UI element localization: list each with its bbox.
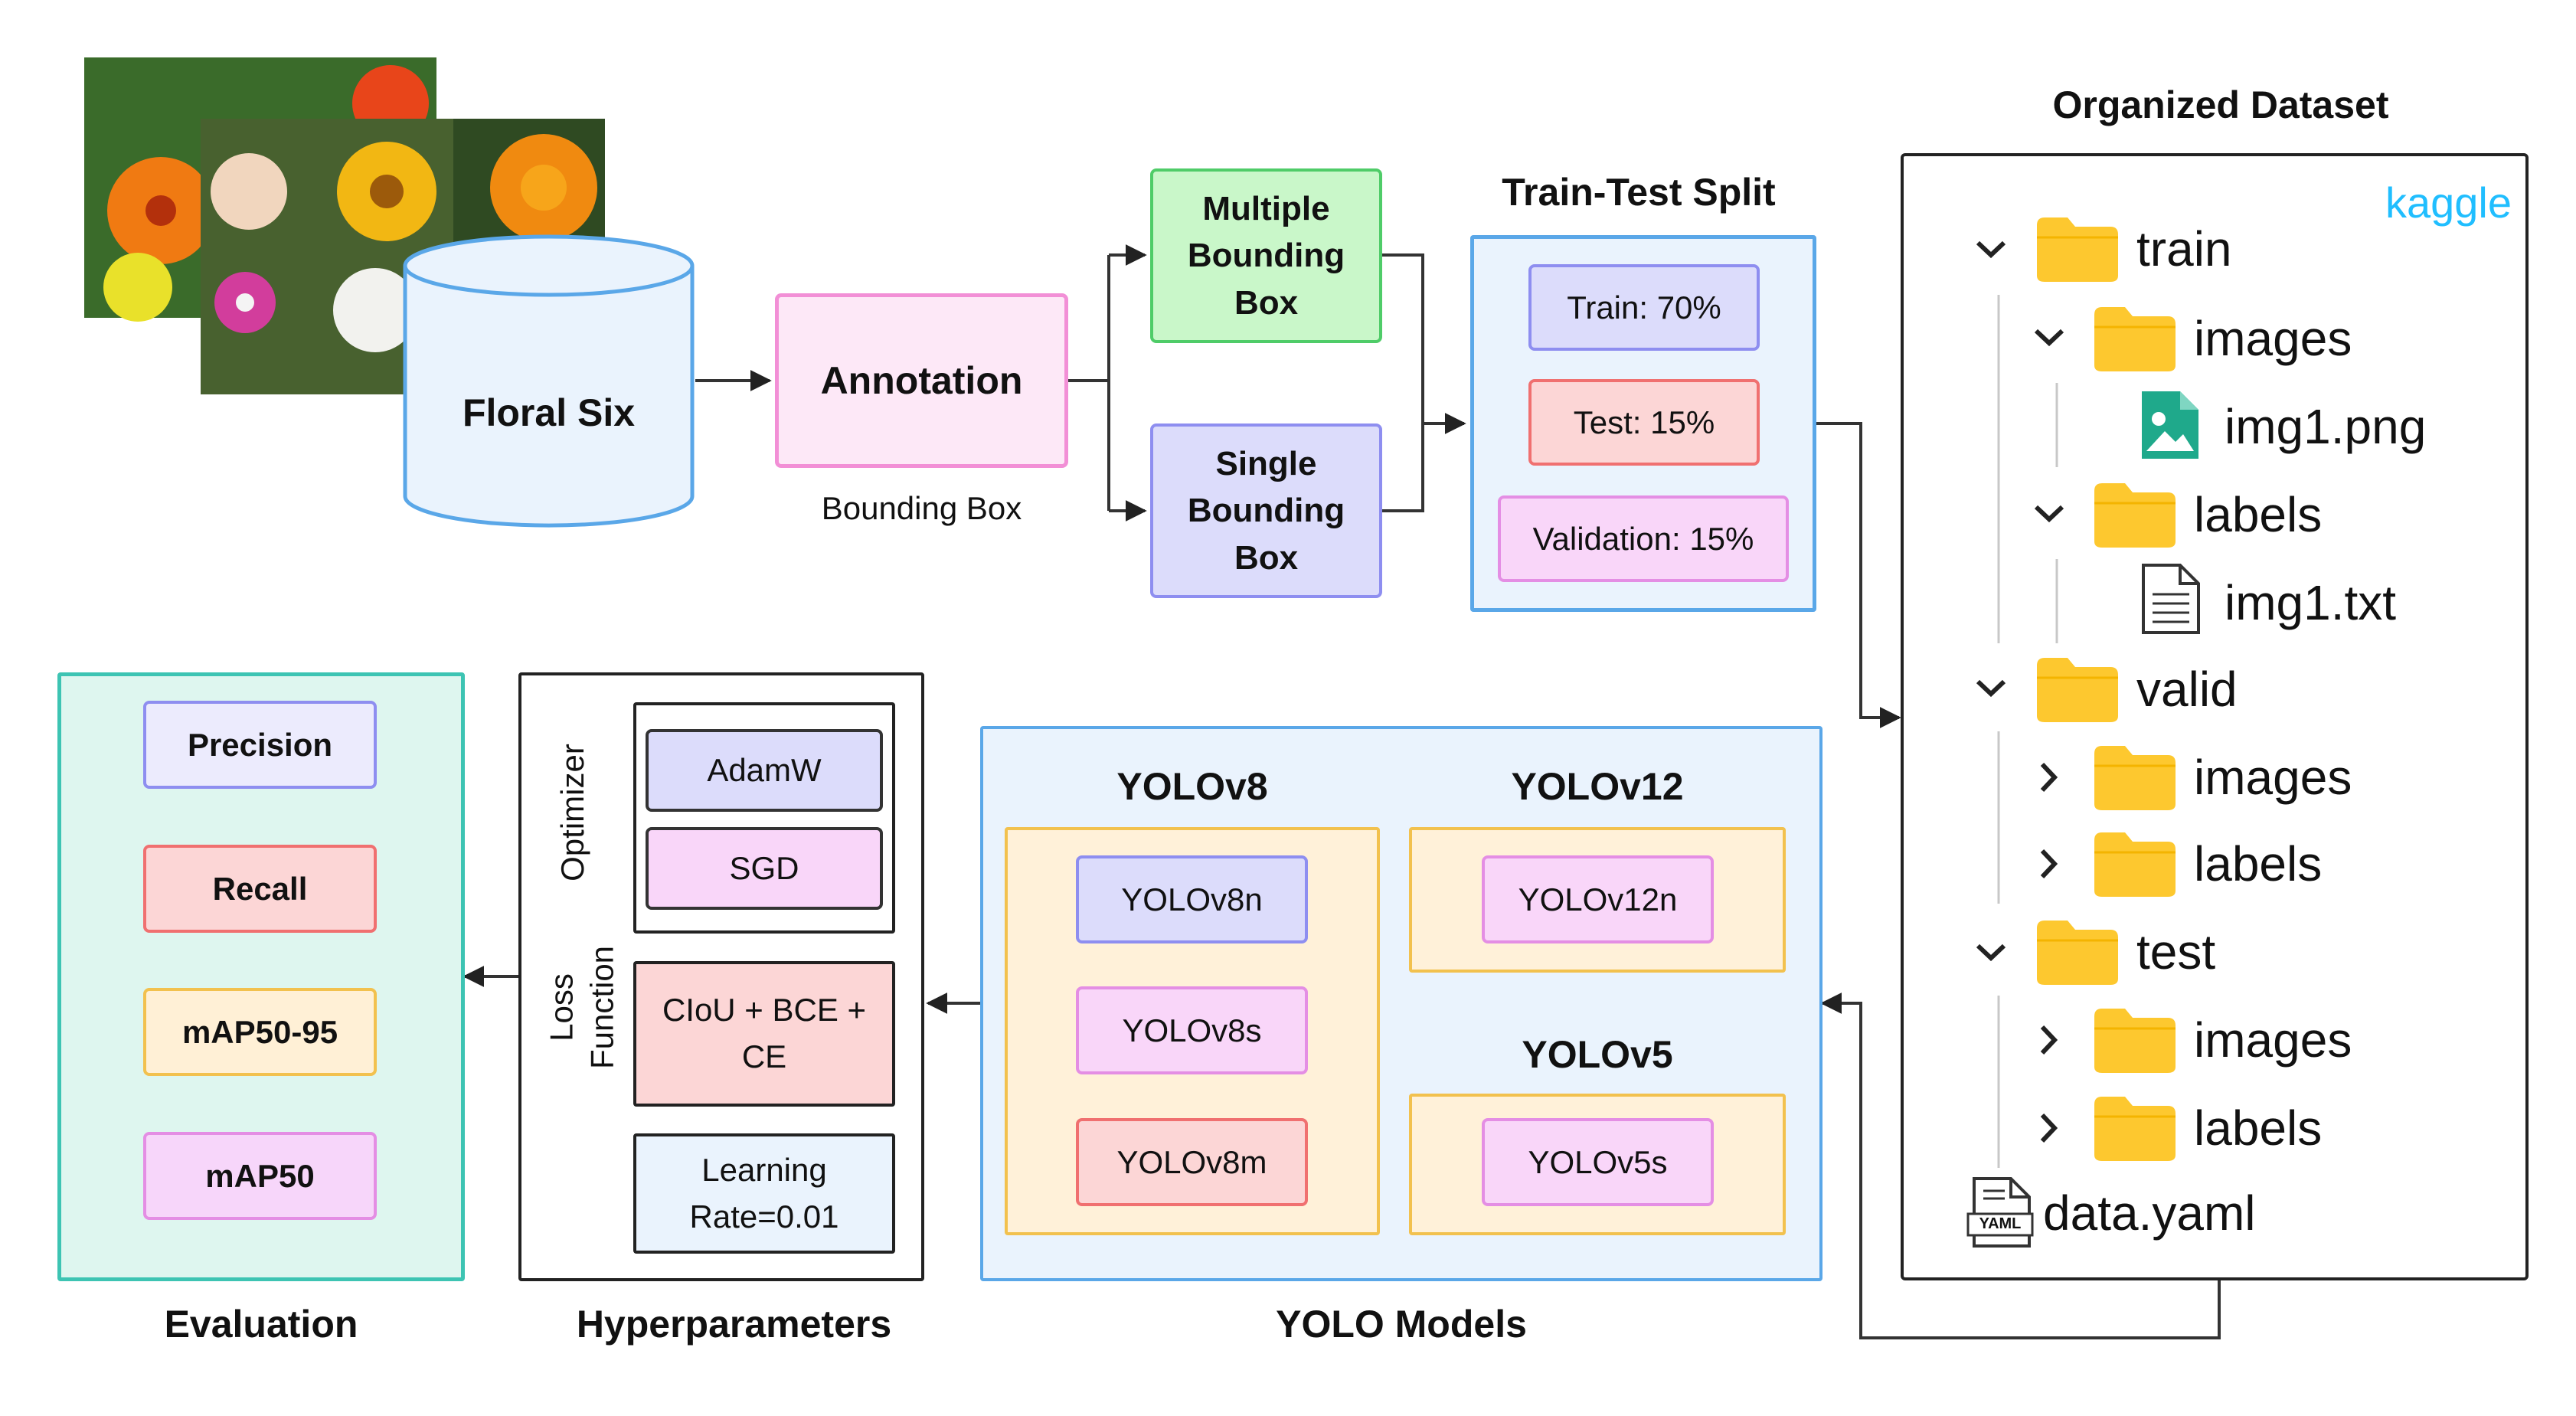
annotation-label: Annotation — [820, 359, 1023, 402]
tree-item-train[interactable]: train — [2136, 221, 2232, 276]
chevron-down-icon[interactable] — [1972, 937, 2010, 971]
optimizer-sgd: SGD — [646, 827, 883, 910]
multiple-bounding-box: Multiple Bounding Box — [1150, 168, 1382, 343]
multiple-bounding-box-label: Multiple Bounding Box — [1187, 189, 1345, 322]
folder-icon — [2093, 1094, 2177, 1166]
text-file-icon — [2140, 562, 2202, 639]
optimizer-adamw: AdamW — [646, 729, 883, 812]
hyper-title: Hyperparameters — [576, 1303, 892, 1346]
annotation-box: Annotation — [775, 293, 1068, 468]
tree-item-img1-txt[interactable]: img1.txt — [2225, 575, 2397, 630]
metric-recall: Recall — [143, 845, 377, 933]
tree-item-valid[interactable]: valid — [2136, 662, 2238, 717]
folder-icon — [2093, 829, 2177, 902]
kaggle-logo: kaggle — [2385, 178, 2512, 227]
split-test: Test: 15% — [1528, 379, 1760, 466]
model-yolov8s: YOLOv8s — [1076, 986, 1308, 1074]
tree-item-test-images[interactable]: images — [2194, 1012, 2352, 1068]
metric-map50-95: mAP50-95 — [143, 988, 377, 1076]
evaluation-title: Evaluation — [164, 1303, 358, 1346]
chevron-down-icon[interactable] — [2030, 322, 2068, 356]
model-yolov5s: YOLOv5s — [1482, 1118, 1714, 1206]
tree-item-train-labels[interactable]: labels — [2194, 487, 2323, 542]
single-bounding-box: Single Bounding Box — [1150, 423, 1382, 598]
loss-function-box: CIoU + BCE + CE — [633, 961, 895, 1107]
flower-photo-collage — [84, 57, 605, 394]
chevron-down-icon[interactable] — [2030, 498, 2068, 532]
tree-item-data-yaml[interactable]: data.yaml — [2043, 1185, 2256, 1241]
chevron-down-icon[interactable] — [1972, 234, 2010, 268]
split-title: Train-Test Split — [1502, 171, 1776, 214]
dataset-name: Floral Six — [462, 391, 636, 434]
learning-rate-box: Learning Rate=0.01 — [633, 1133, 895, 1254]
yolov8-title: YOLOv8 — [1116, 765, 1268, 808]
split-test-label: Test: 15% — [1573, 404, 1715, 440]
tree-item-train-images[interactable]: images — [2194, 311, 2352, 366]
organized-container — [1901, 153, 2529, 1280]
tree-item-valid-labels[interactable]: labels — [2194, 836, 2323, 891]
chevron-right-icon[interactable] — [2033, 1021, 2064, 1063]
folder-icon — [2093, 743, 2177, 816]
dataset-cylinder: Floral Six — [402, 234, 695, 528]
model-yolov8n: YOLOv8n — [1076, 855, 1308, 943]
chevron-right-icon[interactable] — [2033, 845, 2064, 887]
tree-item-test[interactable]: test — [2136, 924, 2216, 979]
yolov12-title: YOLOv12 — [1511, 765, 1684, 808]
models-title: YOLO Models — [1276, 1303, 1527, 1346]
folder-icon — [2093, 480, 2177, 553]
model-yolov8m: YOLOv8m — [1076, 1118, 1308, 1206]
tree-item-img1-png[interactable]: img1.png — [2225, 399, 2427, 454]
chevron-right-icon[interactable] — [2033, 758, 2064, 800]
optimizer-group — [633, 702, 895, 934]
tree-item-valid-images[interactable]: images — [2194, 750, 2352, 805]
split-train: Train: 70% — [1528, 264, 1760, 351]
chevron-right-icon[interactable] — [2033, 1109, 2064, 1151]
annotation-caption: Bounding Box — [821, 490, 1022, 526]
split-validation: Validation: 15% — [1498, 495, 1789, 582]
folder-icon — [2035, 214, 2120, 287]
organized-title: Organized Dataset — [2052, 83, 2389, 126]
folder-icon — [2035, 917, 2120, 990]
single-bounding-box-label: Single Bounding Box — [1187, 444, 1345, 577]
yaml-badge: YAML — [1979, 1215, 2022, 1232]
metric-precision: Precision — [143, 701, 377, 789]
image-file-icon — [2139, 388, 2202, 466]
model-yolov12n: YOLOv12n — [1482, 855, 1714, 943]
split-validation-label: Validation: 15% — [1532, 520, 1754, 557]
tree-item-test-labels[interactable]: labels — [2194, 1100, 2323, 1156]
folder-icon — [2035, 655, 2120, 728]
split-train-label: Train: 70% — [1567, 289, 1721, 325]
yolov5-title: YOLOv5 — [1522, 1033, 1673, 1076]
chevron-down-icon[interactable] — [1972, 672, 2010, 707]
folder-icon — [2093, 304, 2177, 377]
yaml-file-icon: YAML — [1966, 1176, 2034, 1253]
metric-map50: mAP50 — [143, 1132, 377, 1220]
folder-icon — [2093, 1006, 2177, 1078]
